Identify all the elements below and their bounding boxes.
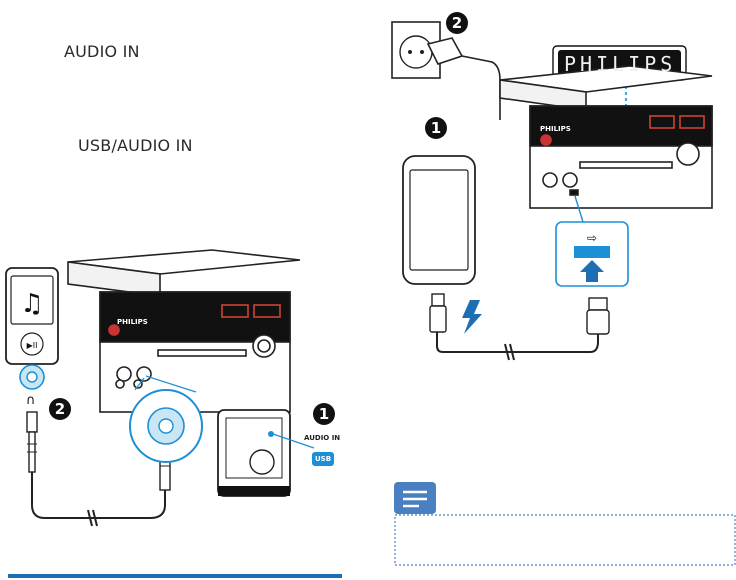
svg-text:♫: ♫ — [20, 289, 43, 319]
right-unit-brand: PHILIPS — [540, 125, 571, 133]
note-box — [394, 514, 736, 566]
usb-port-zoom: ⇨ — [555, 195, 629, 287]
headphone-icon: ∩ — [26, 393, 36, 408]
stereo-unit-right — [499, 65, 713, 209]
usb-audio-in-heading: USB/AUDIO IN — [78, 136, 193, 155]
left-step-marker-1: 1 — [313, 403, 335, 425]
audio-in-heading: AUDIO IN — [64, 42, 140, 61]
headphone-jack-port — [19, 364, 45, 390]
charging-bolt-icon — [462, 300, 482, 334]
usb-cable — [436, 330, 599, 361]
left-unit-brand: PHILIPS — [117, 318, 148, 326]
front-panel-detail — [217, 409, 315, 497]
micro-usb-plug — [429, 293, 447, 333]
svg-text:▶II: ▶II — [27, 341, 38, 350]
smartphone-illustration — [402, 155, 476, 285]
right-step-marker-1: 1 — [425, 117, 447, 139]
usb-a-plug — [586, 297, 610, 335]
display-text: PHILIPS — [564, 52, 677, 76]
svg-text:⇨: ⇨ — [587, 231, 597, 245]
left-step-marker-2: 2 — [49, 398, 71, 420]
audio-in-port-zoom — [129, 375, 203, 463]
section-divider-rule — [8, 574, 342, 578]
audio-in-port-label: AUDIO IN — [304, 434, 341, 442]
audio-cable — [31, 470, 166, 527]
usb-port-label: USB — [315, 455, 332, 463]
media-player-illustration: ♫ ▶II — [5, 267, 59, 365]
power-plug-illustration — [426, 37, 501, 120]
usb-port-badge — [312, 452, 334, 466]
jack-plug-left — [26, 411, 38, 473]
note-icon — [394, 482, 436, 514]
right-step-marker-2: 2 — [446, 12, 468, 34]
